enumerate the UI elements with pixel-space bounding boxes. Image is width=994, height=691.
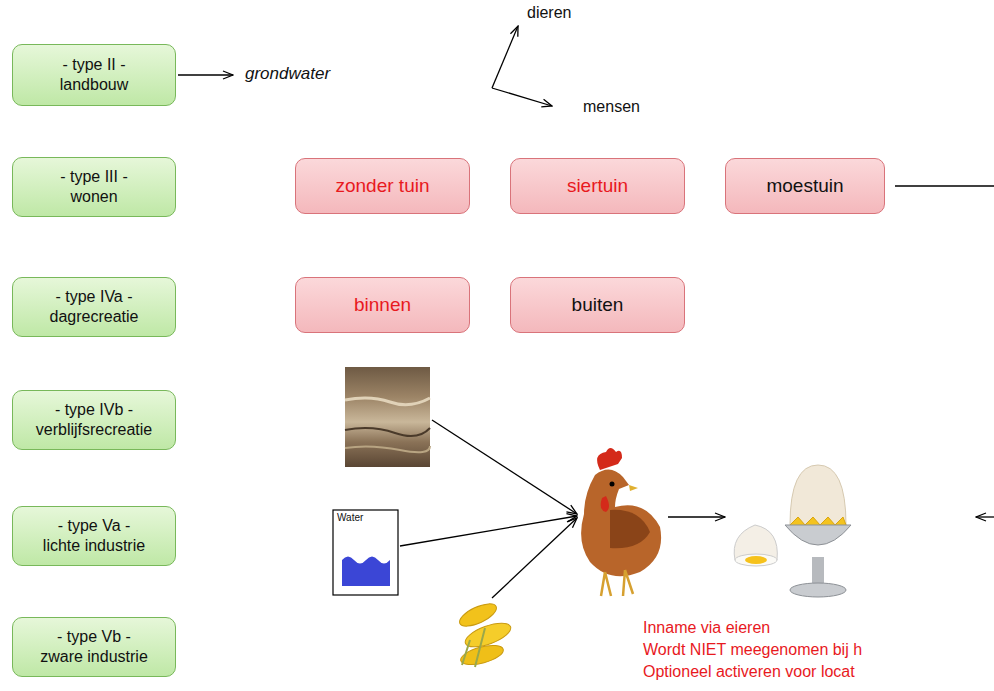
category-box: - type Vb -zware industrie (12, 617, 176, 677)
hen-photo (581, 448, 661, 596)
box-text: - type Vb - (57, 627, 131, 647)
box-text: dagrecreatie (50, 307, 139, 327)
leader-arrow (492, 518, 577, 598)
leader-arrow (492, 26, 518, 88)
option-box: binnen (295, 277, 470, 333)
note-text: Optioneel activeren voor locat (643, 663, 855, 681)
target-label: dieren (527, 4, 571, 22)
box-text: - type II - (62, 55, 125, 75)
box-text: zonder tuin (335, 175, 429, 197)
category-box: - type IVb -verblijfsrecreatie (12, 390, 176, 450)
box-text: - type IVb - (55, 400, 133, 420)
leader-arrow (976, 516, 994, 517)
note-text: Inname via eieren (643, 619, 770, 637)
leader-line (895, 185, 994, 186)
box-text: landbouw (60, 75, 129, 95)
category-box: - type III -wonen (12, 157, 176, 217)
icon-label: Water (337, 512, 363, 523)
box-text: buiten (572, 294, 624, 316)
box-text: - type IVa - (55, 287, 132, 307)
box-text: zware industrie (40, 647, 148, 667)
leader-arrow (492, 88, 552, 106)
box-text: siertuin (567, 175, 628, 197)
option-box: zonder tuin (295, 158, 470, 214)
box-text: - type Va - (58, 516, 131, 536)
category-box: - type II -landbouw (12, 44, 176, 106)
option-box: buiten (510, 277, 685, 333)
box-text: binnen (354, 294, 411, 316)
eggs-photo (734, 465, 851, 597)
water-icon (333, 510, 398, 595)
box-text: - type III - (60, 167, 128, 187)
target-label: mensen (583, 98, 640, 116)
soil-photo (345, 367, 430, 467)
option-box: moestuin (725, 158, 885, 214)
note-text: Wordt NIET meegenomen bij h (643, 641, 862, 659)
category-box: - type Va -lichte industrie (12, 506, 176, 566)
leader-arrow (178, 74, 233, 75)
leader-arrow (668, 516, 725, 517)
leader-arrow (432, 420, 577, 514)
box-text: moestuin (766, 175, 843, 197)
box-text: verblijfsrecreatie (36, 420, 152, 440)
corn-photo (456, 599, 513, 668)
box-text: lichte industrie (43, 536, 145, 556)
box-text: wonen (70, 187, 117, 207)
option-box: siertuin (510, 158, 685, 214)
leader-arrow (400, 516, 577, 546)
medium-label: grondwater (245, 64, 330, 84)
category-box: - type IVa -dagrecreatie (12, 277, 176, 337)
